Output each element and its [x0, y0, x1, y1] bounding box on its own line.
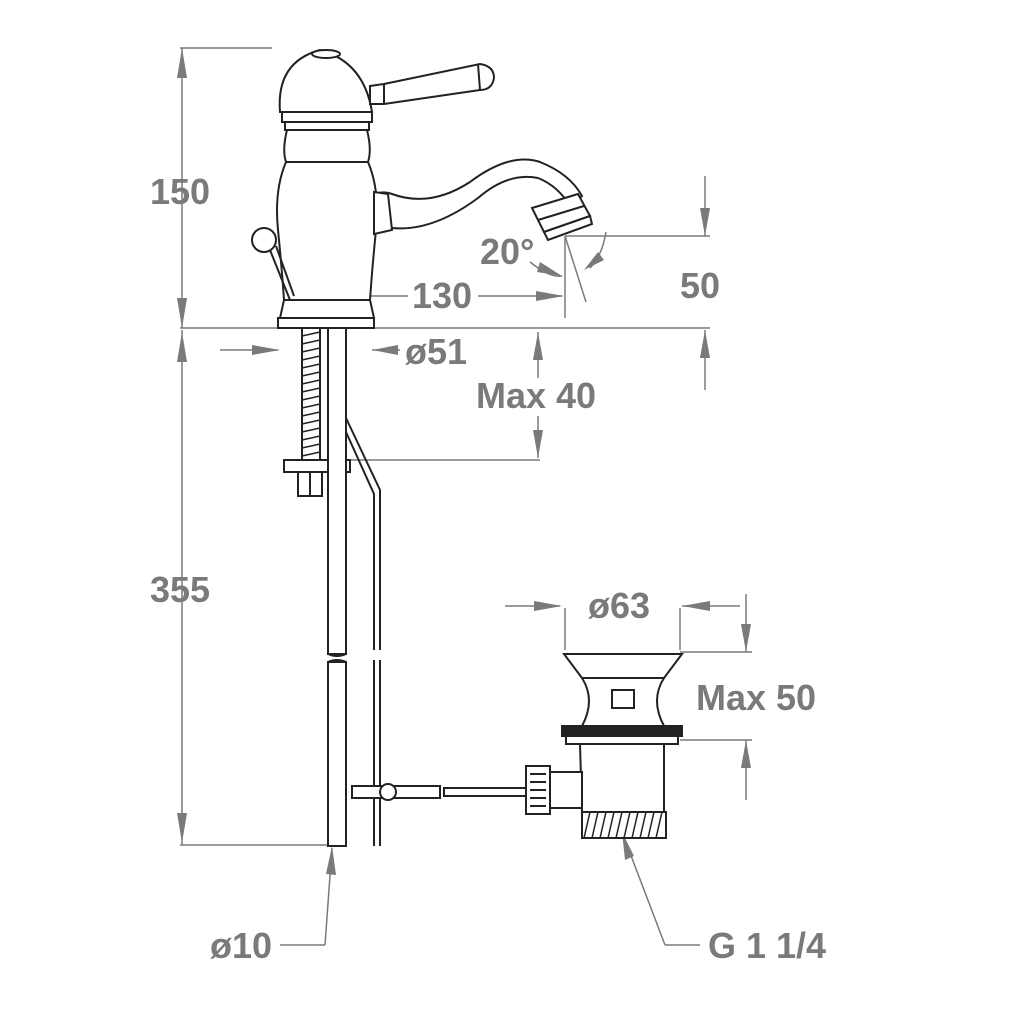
- rod-thread: [301, 331, 321, 457]
- dimension-labels: 150 355 130 20° 50 ø51 Max 40 ø63 Max 50…: [150, 171, 826, 966]
- label-max-deck: Max 40: [476, 375, 596, 416]
- label-base-diameter: ø51: [405, 331, 467, 372]
- label-max-waste: Max 50: [696, 677, 816, 718]
- waste-assembly: [525, 653, 684, 839]
- waste-thread: [583, 811, 663, 839]
- label-height-lower: 355: [150, 569, 210, 610]
- underdeck-assembly: [283, 327, 531, 847]
- label-waste-thread: G 1 1/4: [708, 925, 826, 966]
- label-spout-height: 50: [680, 265, 720, 306]
- dimension-lines: [177, 47, 752, 946]
- faucet-body: [251, 48, 594, 329]
- label-waste-diameter: ø63: [588, 585, 650, 626]
- label-rod-diameter: ø10: [210, 925, 272, 966]
- label-spout-angle: 20°: [480, 231, 534, 272]
- label-height-upper: 150: [150, 171, 210, 212]
- label-spout-reach: 130: [412, 275, 472, 316]
